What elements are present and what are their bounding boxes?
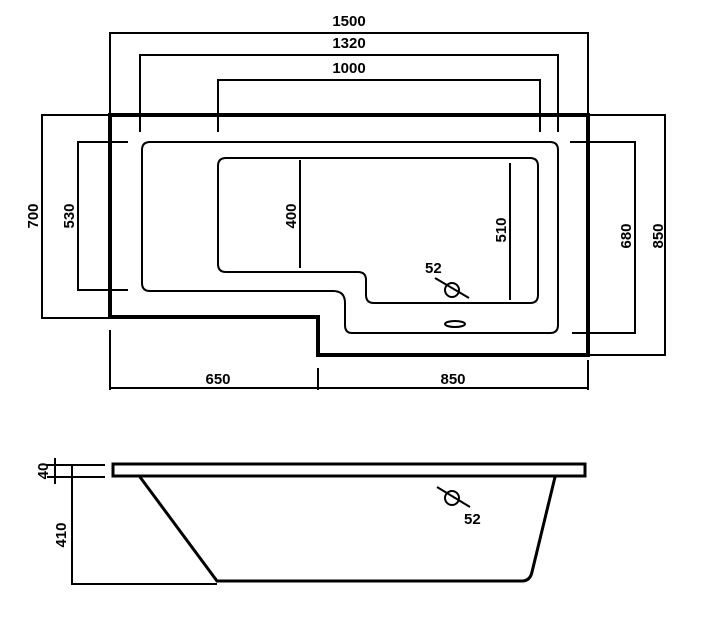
dim-depth-right-overall: 850 <box>588 114 667 356</box>
dim-label: 700 <box>25 203 42 228</box>
dim-label: 40 <box>35 463 52 480</box>
top-view: 52 1500 1320 1000 700 530 400 51 <box>25 13 667 390</box>
basin-outline <box>217 157 539 304</box>
rim-inner-outline <box>141 141 559 334</box>
dim-depth-left-rim: 530 <box>61 141 128 291</box>
dim-label: 1320 <box>332 35 365 52</box>
rim <box>111 462 587 478</box>
dim-depth-left-overall: 700 <box>25 114 110 319</box>
bath-body <box>138 476 557 583</box>
dim-label: 850 <box>650 223 667 248</box>
dim-label: 1000 <box>332 60 365 77</box>
dim-label: 510 <box>493 217 510 242</box>
dim-label: 400 <box>283 203 300 228</box>
dim-width-basin: 1000 <box>217 60 541 132</box>
dim-lengths: 650 850 <box>109 330 589 390</box>
dim-depth-basin-left: 400 <box>283 160 301 268</box>
dim-label: 530 <box>61 203 78 228</box>
dim-label: 1500 <box>332 13 365 30</box>
drain-icon <box>444 320 466 328</box>
dim-width-overall: 1500 <box>109 13 589 115</box>
overflow-icon <box>436 486 471 508</box>
dim-depth-basin-right: 510 <box>493 163 511 300</box>
dim-label: 680 <box>618 223 635 248</box>
dim-rim-height: 40 <box>35 458 105 484</box>
overflow-icon <box>434 277 470 299</box>
bath-outline <box>108 113 590 357</box>
overflow-diameter-label: 52 <box>464 511 481 528</box>
dim-label: 410 <box>53 522 70 547</box>
overflow-diameter-label: 52 <box>425 260 442 277</box>
dim-label: 650 <box>205 371 230 388</box>
dim-width-rim: 1320 <box>139 35 559 132</box>
dim-body-height: 410 <box>53 465 217 585</box>
dim-depth-right-rim: 680 <box>570 141 636 334</box>
dim-label: 850 <box>440 371 465 388</box>
side-view: 52 40 410 <box>35 458 587 585</box>
